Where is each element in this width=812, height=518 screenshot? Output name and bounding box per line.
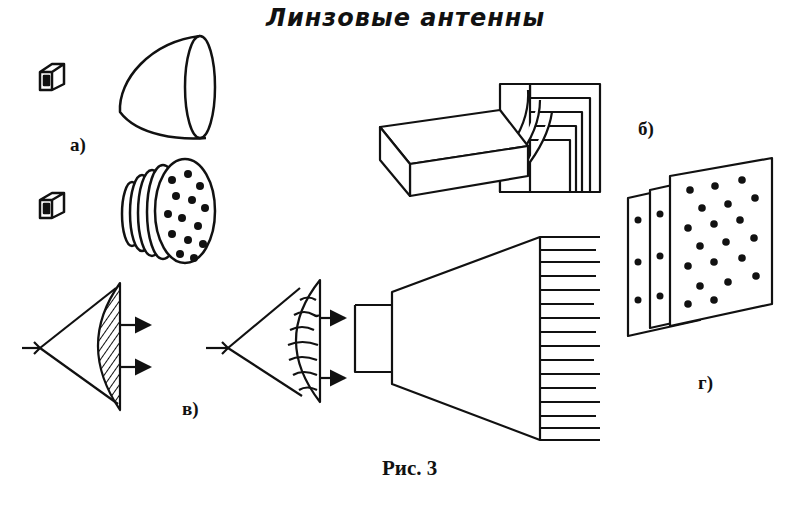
part-label: а)	[70, 134, 86, 156]
part-label: в)	[182, 398, 199, 420]
figure-caption: Рис. 3	[382, 456, 437, 481]
part-label: б)	[638, 118, 654, 140]
part-label: г)	[698, 372, 713, 394]
figure-title: Линзовые антенны	[266, 4, 545, 32]
